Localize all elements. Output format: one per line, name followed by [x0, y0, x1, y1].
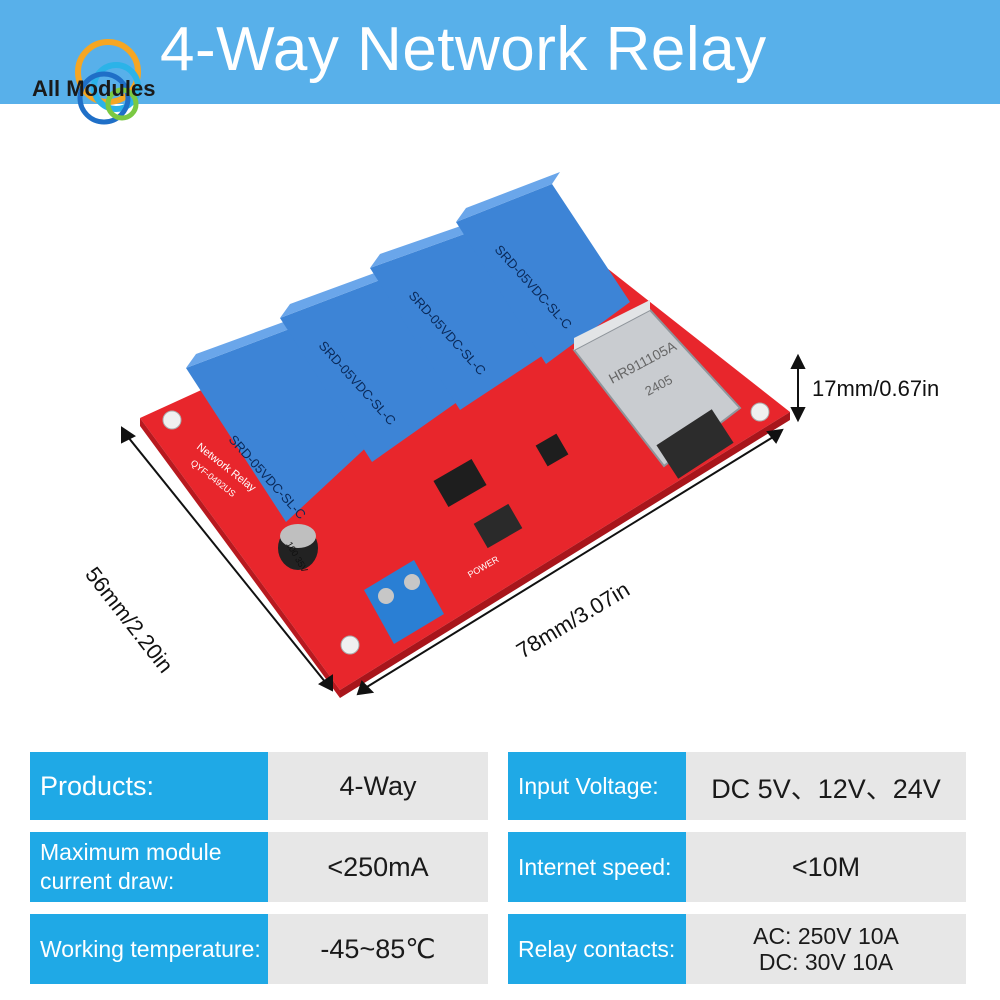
length-dimension-arrow — [356, 428, 784, 696]
mount-hole — [162, 410, 182, 430]
spec-label-products: Products: — [30, 752, 268, 820]
pcb-edge — [340, 412, 790, 698]
chip — [473, 503, 523, 549]
power-terminal-block — [364, 560, 444, 644]
spec-value-working-temperature: -45~85℃ — [268, 914, 488, 984]
relay-contacts-dc: DC: 30V 10A — [758, 949, 894, 975]
header-bar: 4-Way Network Relay — [0, 0, 1000, 104]
spec-value-products: 4-Way — [268, 752, 488, 820]
relay-board-illustration: SRD-05VDC-SL-C SRD-05VDC-SL-C SRD-05VDC-… — [121, 172, 806, 698]
chip — [535, 433, 569, 467]
spec-label-relay-contacts: Relay contacts: — [508, 914, 686, 984]
spec-label-input-voltage: Input Voltage: — [508, 752, 686, 820]
logo-swirl-icon — [75, 39, 141, 125]
height-dimension-arrow — [790, 353, 806, 423]
spec-value-current-draw: <250mA — [268, 832, 488, 902]
mount-hole — [340, 635, 360, 655]
width-dimension-arrow — [121, 426, 333, 692]
ethernet-jack: HR911105A 2405 — [572, 300, 742, 479]
capacitor: 100 35V — [278, 524, 318, 574]
spec-label-working-temperature: Working temperature: — [30, 914, 268, 984]
pcb-edge-left — [140, 418, 340, 698]
page-title: 4-Way Network Relay — [160, 15, 767, 84]
spec-value-relay-contacts: AC: 250V 10A DC: 30V 10A — [686, 914, 966, 984]
logo-text: All Modules — [32, 76, 156, 101]
spec-label-current-draw: Maximum module current draw: — [30, 832, 268, 902]
spec-value-internet-speed: <10M — [686, 832, 966, 902]
brand-logo: All Modules — [26, 32, 196, 142]
mount-hole — [750, 402, 770, 422]
spec-value-input-voltage: DC 5V、12V、24V — [686, 752, 966, 820]
relay-contacts-ac: AC: 250V 10A — [753, 923, 899, 949]
chip — [433, 459, 487, 507]
spec-label-internet-speed: Internet speed: — [508, 832, 686, 902]
height-dimension-label: 17mm/0.67in — [812, 376, 940, 401]
